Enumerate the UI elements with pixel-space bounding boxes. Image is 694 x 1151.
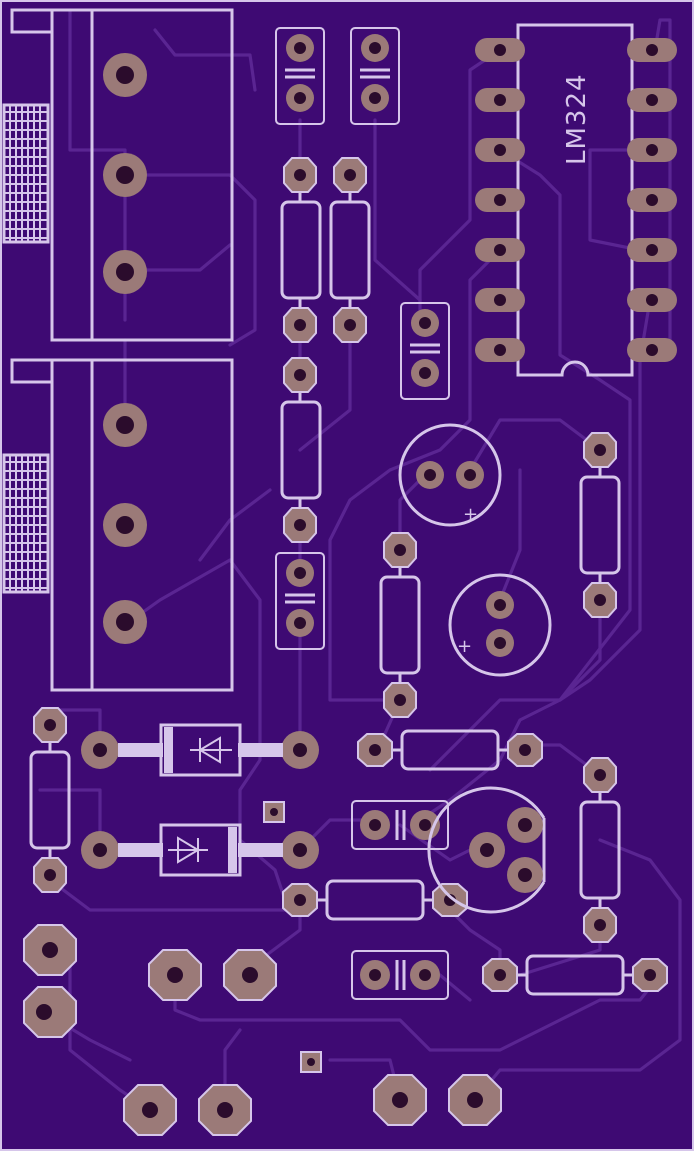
copper-traces — [38, 8, 682, 1112]
terminal-block-1 — [2, 8, 234, 342]
resistors — [29, 157, 668, 996]
cap1-polarity: + — [463, 504, 479, 525]
transistor — [427, 786, 546, 914]
ceramic-capacitors-horizontal — [351, 800, 449, 1000]
vias — [263, 801, 322, 1073]
header-pads — [23, 924, 502, 1136]
ic-part-label: LM324 — [562, 73, 592, 165]
terminal-block-2 — [2, 358, 234, 692]
terminal-pads — [103, 53, 147, 644]
electrolytic-capacitors: + + — [398, 423, 552, 677]
diodes — [81, 723, 319, 877]
ic-lm324: LM324 — [475, 23, 677, 377]
ceramic-capacitors — [275, 27, 450, 650]
ic-pins — [475, 38, 677, 362]
cap2-polarity: + — [457, 636, 473, 657]
